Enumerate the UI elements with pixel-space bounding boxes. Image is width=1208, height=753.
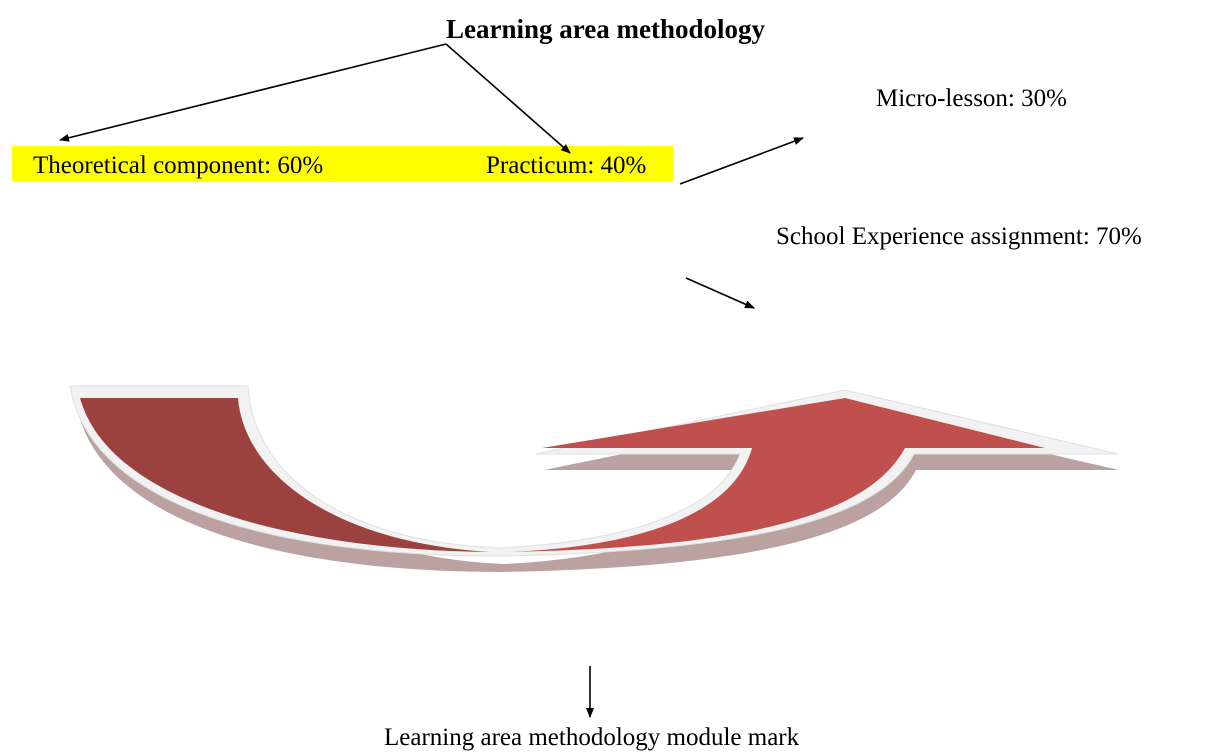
practicum-label: Practicum: 40% bbox=[486, 152, 647, 179]
arrow-left-half bbox=[80, 398, 490, 552]
arrow-right-half bbox=[510, 398, 1045, 552]
arrow-to-school-experience bbox=[685, 277, 755, 309]
arrow-title-to-theory bbox=[59, 43, 447, 142]
school-experience-label: School Experience assignment: 70% bbox=[776, 223, 1142, 250]
theoretical-component-label: Theoretical component: 60% bbox=[33, 152, 324, 179]
module-mark-label: Learning area methodology module mark bbox=[384, 724, 800, 751]
arrow-title-to-practicum bbox=[445, 43, 571, 154]
arrow-to-micro-lesson bbox=[679, 137, 804, 185]
diagram-title: Learning area methodology bbox=[446, 14, 765, 44]
u-turn-arrow-icon bbox=[69, 385, 1119, 572]
micro-lesson-label: Micro-lesson: 30% bbox=[876, 85, 1067, 112]
